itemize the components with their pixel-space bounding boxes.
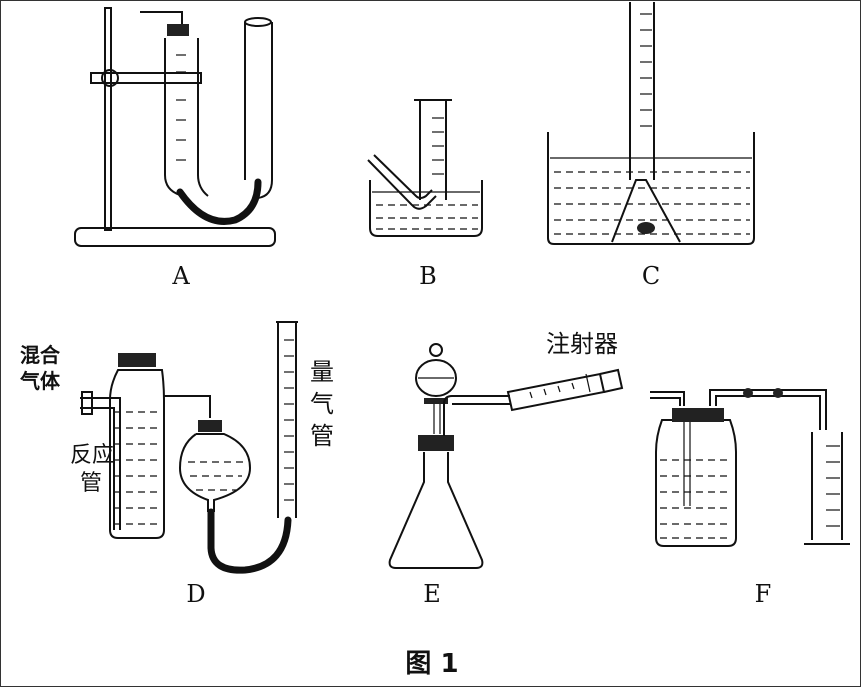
panel-d-label: D bbox=[186, 580, 205, 608]
f-long-tube bbox=[683, 422, 691, 506]
panel-e-apparatus bbox=[388, 343, 624, 569]
f-outlet-tube bbox=[709, 389, 827, 430]
gas-meter-label-line2: 气 bbox=[310, 390, 334, 418]
left-graduated-tube bbox=[164, 38, 209, 197]
f-inlet-tube bbox=[650, 391, 685, 406]
bulb-stopper bbox=[198, 420, 222, 432]
large-beaker bbox=[547, 132, 755, 245]
tube-stopper bbox=[167, 24, 189, 36]
panel-a-apparatus bbox=[74, 7, 276, 247]
inverted-funnel bbox=[611, 179, 681, 243]
reaction-bottle bbox=[109, 369, 165, 539]
tube-joint-2 bbox=[773, 388, 783, 398]
mixed-gas-label-line1: 混合 bbox=[20, 343, 61, 367]
panel-b-apparatus bbox=[367, 99, 483, 237]
panel-b-label: B bbox=[419, 262, 437, 290]
f-bottle-stopper bbox=[672, 408, 724, 422]
rubber-tube bbox=[176, 178, 262, 225]
funnel-stopper-knob bbox=[429, 343, 443, 357]
funnel-stem bbox=[433, 400, 441, 434]
outlet-pipe bbox=[140, 11, 183, 24]
gas-washing-bottle bbox=[655, 419, 737, 547]
delivery-tube-inner bbox=[373, 154, 433, 199]
water-trough bbox=[369, 180, 483, 237]
inverted-cylinder bbox=[419, 100, 447, 200]
funnel-stopcock bbox=[424, 398, 448, 404]
mixed-gas-label-line2: 气体 bbox=[19, 369, 61, 393]
panel-e-label: E bbox=[423, 580, 441, 608]
bulb-liquid bbox=[188, 461, 244, 491]
right-open-tube bbox=[244, 22, 273, 199]
reaction-tube-label-line1: 反应 bbox=[70, 443, 114, 468]
panel-c-apparatus bbox=[547, 2, 755, 245]
panel-f-label: F bbox=[755, 580, 772, 608]
f-cylinder-graduations bbox=[826, 445, 840, 527]
open-tube-mouth bbox=[244, 17, 272, 27]
clamp-knob bbox=[101, 69, 119, 87]
cylinder-graduations bbox=[432, 117, 444, 175]
water-dashes bbox=[376, 204, 478, 230]
gas-burette bbox=[277, 322, 297, 518]
burette-graduations bbox=[640, 13, 652, 127]
gas-burette-graduations bbox=[284, 339, 294, 501]
side-arm bbox=[443, 395, 510, 436]
connecting-tube bbox=[164, 395, 211, 418]
inlet-stopcock bbox=[81, 391, 93, 415]
syringe bbox=[506, 368, 624, 412]
gas-meter-label-line1: 量 bbox=[310, 358, 334, 386]
stand-base bbox=[74, 227, 276, 247]
panel-a-label: A bbox=[171, 262, 190, 290]
panel-d-apparatus bbox=[80, 321, 298, 574]
stand-rod bbox=[104, 7, 112, 231]
separatory-funnel bbox=[415, 359, 457, 397]
figure-caption: 图 1 bbox=[405, 649, 458, 679]
leveling-bulb bbox=[178, 433, 252, 512]
clamp-arm bbox=[90, 72, 202, 84]
conical-flask bbox=[388, 452, 484, 569]
solid-sample bbox=[637, 222, 655, 234]
panel-f-apparatus bbox=[650, 388, 850, 547]
flask-stopper bbox=[418, 435, 454, 451]
syringe-label: 注射器 bbox=[546, 330, 618, 358]
delivery-tube-outer bbox=[367, 159, 437, 210]
bottle-stopper bbox=[118, 353, 156, 367]
bottle-liquid bbox=[114, 411, 162, 525]
d-rubber-tube bbox=[207, 508, 292, 574]
measuring-cylinder bbox=[811, 432, 843, 540]
gas-meter-label-line3: 管 bbox=[310, 422, 334, 450]
beaker-water-dashes bbox=[554, 171, 750, 235]
panel-c-label: C bbox=[642, 262, 660, 290]
burette-tube bbox=[629, 2, 655, 180]
tube-graduations bbox=[176, 54, 186, 161]
f-bottle-liquid bbox=[660, 459, 732, 539]
tube-joint-1 bbox=[743, 388, 753, 398]
reaction-tube-label-line2: 管 bbox=[80, 471, 102, 496]
